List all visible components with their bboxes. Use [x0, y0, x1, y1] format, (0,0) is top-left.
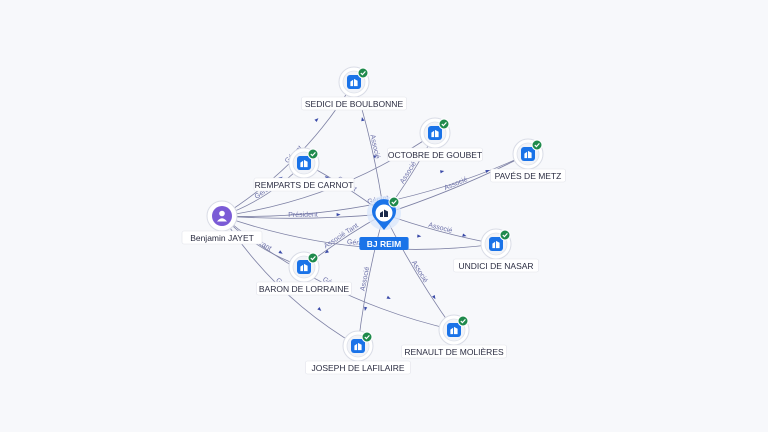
edge-label: Gérant	[347, 239, 369, 248]
company-label: PAVÉS DE METZ	[495, 171, 562, 181]
edge-arrow-icon	[278, 250, 283, 254]
graph-nodes: SEDICI DE BOULBONNE OCTOBRE DE GOUBET PAVÉ…	[181, 66, 566, 375]
building-glyph	[492, 240, 500, 249]
verified-check-icon	[361, 331, 373, 343]
edge-arrow-icon	[317, 307, 322, 311]
building-glyph	[431, 129, 439, 138]
edge-label: Associé	[427, 222, 453, 235]
company-label: OCTOBRE DE GOUBET	[388, 150, 482, 160]
person-label: Benjamin JAYET	[190, 233, 254, 243]
verified-check-icon	[307, 252, 319, 264]
edge-arrow-icon	[364, 306, 368, 311]
building-glyph	[354, 342, 362, 351]
company-label-bg	[301, 96, 407, 111]
edge-arrow-icon	[314, 118, 319, 123]
company-node-baron[interactable]: BARON DE LORRAINE	[256, 251, 352, 296]
edge-arrow-icon	[336, 213, 341, 217]
person-label-bg	[181, 230, 263, 245]
company-icon	[347, 75, 361, 89]
edge-arrow-icon	[485, 170, 490, 174]
edge-label: Associé	[360, 266, 372, 292]
company-node-renault[interactable]: RENAULT DE MOLIÈRES	[401, 314, 507, 359]
company-label-bg	[253, 177, 355, 192]
edge-label: Associé	[399, 161, 418, 186]
verified-check-icon	[307, 148, 319, 160]
company-node-remparts[interactable]: REMPARTS DE CARNOT	[253, 147, 355, 192]
company-label-bg	[387, 147, 483, 162]
company-label-bg	[305, 360, 411, 375]
company-label: RENAULT DE MOLIÈRES	[404, 347, 504, 357]
building-glyph	[524, 150, 532, 159]
verified-check-icon	[357, 67, 369, 79]
company-label-bg	[453, 258, 539, 273]
edge-arrow-icon	[417, 234, 422, 238]
verified-check-icon	[457, 315, 469, 327]
person-node[interactable]: Benjamin JAYET	[181, 200, 263, 245]
building-glyph	[450, 326, 458, 335]
company-icon	[428, 126, 442, 140]
edge-label: Associé	[410, 260, 429, 285]
center-company-node[interactable]: BJ REIM	[359, 196, 409, 250]
company-icon	[489, 237, 503, 251]
company-node-joseph[interactable]: JOSEPH DE LAFILAIRE	[305, 330, 411, 375]
company-label-bg	[256, 281, 352, 296]
edge-arrow-icon	[324, 249, 329, 254]
edge-arrow-icon	[386, 295, 391, 299]
company-node-octobre[interactable]: OCTOBRE DE GOUBET	[387, 117, 483, 162]
company-label: UNDICI DE NASAR	[458, 261, 533, 271]
company-node-sedici[interactable]: SEDICI DE BOULBONNE	[301, 66, 407, 111]
company-icon	[297, 260, 311, 274]
company-icon	[521, 147, 535, 161]
edge-arrow-icon	[361, 117, 365, 122]
edge-label: Associé	[368, 134, 380, 160]
company-label-bg	[490, 168, 566, 183]
relationship-edge	[221, 213, 385, 219]
center-label-bg	[359, 237, 409, 250]
edge-arrow-icon	[431, 294, 436, 300]
building-glyph	[300, 263, 308, 272]
building-glyph	[300, 159, 308, 168]
building-glyph	[350, 78, 358, 87]
company-icon	[351, 339, 365, 353]
verified-check-icon	[438, 118, 450, 130]
relationship-edge	[383, 153, 529, 215]
company-label: JOSEPH DE LAFILAIRE	[311, 363, 404, 373]
company-icon	[378, 207, 390, 219]
center-company-label: BJ REIM	[367, 239, 401, 249]
verified-check-icon	[499, 229, 511, 241]
company-label: SEDICI DE BOULBONNE	[305, 99, 404, 109]
company-node-undici[interactable]: UNDICI DE NASAR	[453, 228, 539, 273]
edge-arrow-icon	[462, 233, 467, 237]
company-node-paves[interactable]: PAVÉS DE METZ	[490, 138, 566, 183]
edge-label: Associé	[443, 176, 468, 192]
edge-label: Président	[288, 212, 318, 219]
company-label: BARON DE LORRAINE	[259, 284, 350, 294]
relationship-edge	[221, 215, 497, 250]
company-label: REMPARTS DE CARNOT	[255, 180, 354, 190]
company-label-bg	[401, 344, 507, 359]
company-icon	[447, 323, 461, 337]
verified-check-icon	[531, 139, 543, 151]
verified-check-icon	[388, 196, 400, 208]
company-icon	[297, 156, 311, 170]
person-icon	[212, 206, 232, 226]
edge-arrow-icon	[440, 170, 445, 174]
